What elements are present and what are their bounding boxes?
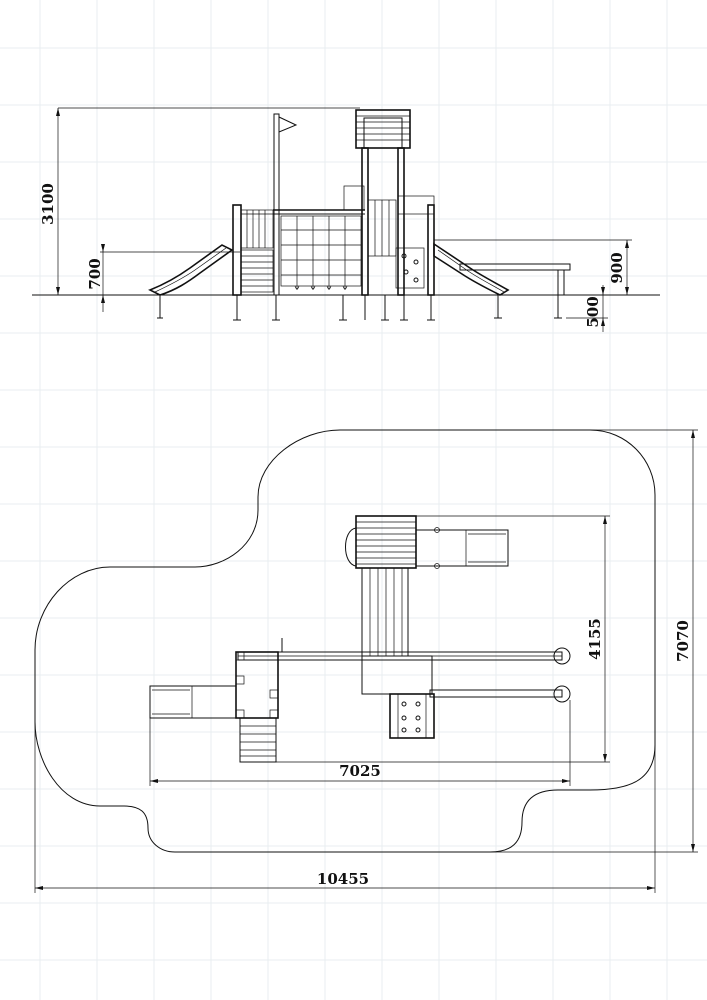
- climbing-wall: [395, 247, 425, 289]
- dim-500: 500: [584, 296, 602, 327]
- left-tower: [232, 204, 280, 321]
- plan-climbing-wall: [389, 693, 435, 739]
- dim-900: 900: [608, 252, 626, 283]
- net-climber: [273, 209, 366, 321]
- left-slide: [148, 244, 234, 296]
- dim-7070: 7070: [674, 620, 692, 662]
- dim-10455: 10455: [317, 870, 369, 888]
- plan-tower-roof: [345, 515, 417, 569]
- flag: [273, 113, 298, 296]
- plan-dim-10455: 10455: [34, 700, 656, 893]
- dim-700: 700: [86, 258, 104, 289]
- elevation-right-dimensions: 900 500: [434, 239, 632, 332]
- elevation-left-dimensions: 3100 700: [39, 107, 360, 312]
- central-tower: [343, 109, 435, 321]
- plan-dim-4155: 4155: [276, 515, 610, 763]
- dim-4155: 4155: [586, 618, 604, 660]
- right-slide: [433, 242, 510, 296]
- dim-7025: 7025: [339, 762, 381, 780]
- plan-left-platform: [235, 638, 283, 719]
- elevation-view: 3100 700 900 500: [32, 107, 660, 332]
- plan-dim-7025: 7025: [149, 700, 571, 786]
- plan-beams: [237, 647, 571, 703]
- plan-top-slide: [415, 527, 509, 569]
- plan-view: 4155 7025 7070 10455: [34, 429, 698, 893]
- plan-dim-7070: 7070: [490, 429, 698, 853]
- plan-left-slide: [149, 685, 237, 719]
- safety-zone-outline: [34, 429, 656, 853]
- balance-beam: [459, 263, 571, 319]
- plan-bridge: [361, 567, 409, 657]
- plan-left-ladder: [239, 717, 277, 763]
- dim-3100: 3100: [39, 183, 57, 225]
